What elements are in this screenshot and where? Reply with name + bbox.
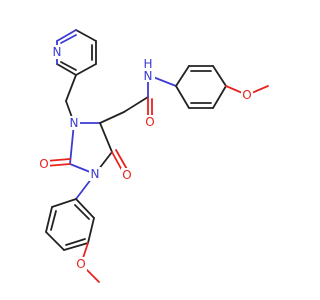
- atom-o-ring-left: O: [38, 157, 50, 171]
- bond: [175, 65, 190, 87]
- atom-label: O: [76, 257, 85, 271]
- bond: [63, 242, 89, 251]
- atom-label: N: [53, 45, 62, 59]
- bond: [56, 63, 77, 76]
- bond: [123, 96, 149, 113]
- bond: [56, 29, 77, 42]
- bond: [51, 198, 77, 208]
- bond: [175, 85, 190, 109]
- bond: [60, 61, 77, 71]
- atom-label: O: [122, 168, 131, 182]
- atom-n-pyridine: N: [51, 45, 63, 59]
- atom-o-methoxy-right: O: [241, 88, 253, 102]
- bond: [74, 204, 90, 220]
- atom-label: O: [242, 88, 251, 102]
- pyridine-ring: [56, 29, 97, 76]
- bond: [75, 63, 97, 76]
- atom-o-ring-right: O: [121, 168, 133, 182]
- methoxyphenyl-ring-bottom: [45, 198, 95, 251]
- bond: [87, 217, 95, 244]
- atom-label: N: [144, 69, 153, 83]
- bond: [115, 149, 129, 172]
- bond: [212, 85, 227, 109]
- atom-nh-amide: H N: [141, 57, 155, 83]
- atom-label: N: [91, 167, 100, 181]
- atom-label: O: [39, 157, 48, 171]
- atom-n-ring-bottom: N: [89, 167, 101, 181]
- atom-o-methoxy-bottom: O: [75, 257, 87, 271]
- molecule-diagram: N H N O O N N O O: [38, 29, 269, 283]
- bond: [212, 65, 227, 87]
- atom-label: H: [143, 57, 152, 71]
- methoxyphenyl-ring-right: [175, 65, 227, 109]
- bond: [75, 29, 97, 42]
- bond: [99, 122, 113, 153]
- bond: [45, 206, 53, 233]
- bond: [60, 34, 77, 44]
- bond: [99, 111, 125, 124]
- atom-label: N: [70, 116, 79, 130]
- atom-o-amide: O: [144, 115, 156, 129]
- bond: [65, 74, 77, 102]
- bond: [45, 231, 65, 251]
- structure-svg: N H N O O N N O O: [38, 29, 269, 283]
- bond: [50, 210, 57, 231]
- bond: [65, 238, 86, 246]
- bond: [75, 198, 95, 219]
- atom-label: O: [145, 115, 154, 129]
- atom-labels: N H N O O N N O O: [38, 45, 253, 271]
- atom-n-ring-top: N: [68, 116, 80, 130]
